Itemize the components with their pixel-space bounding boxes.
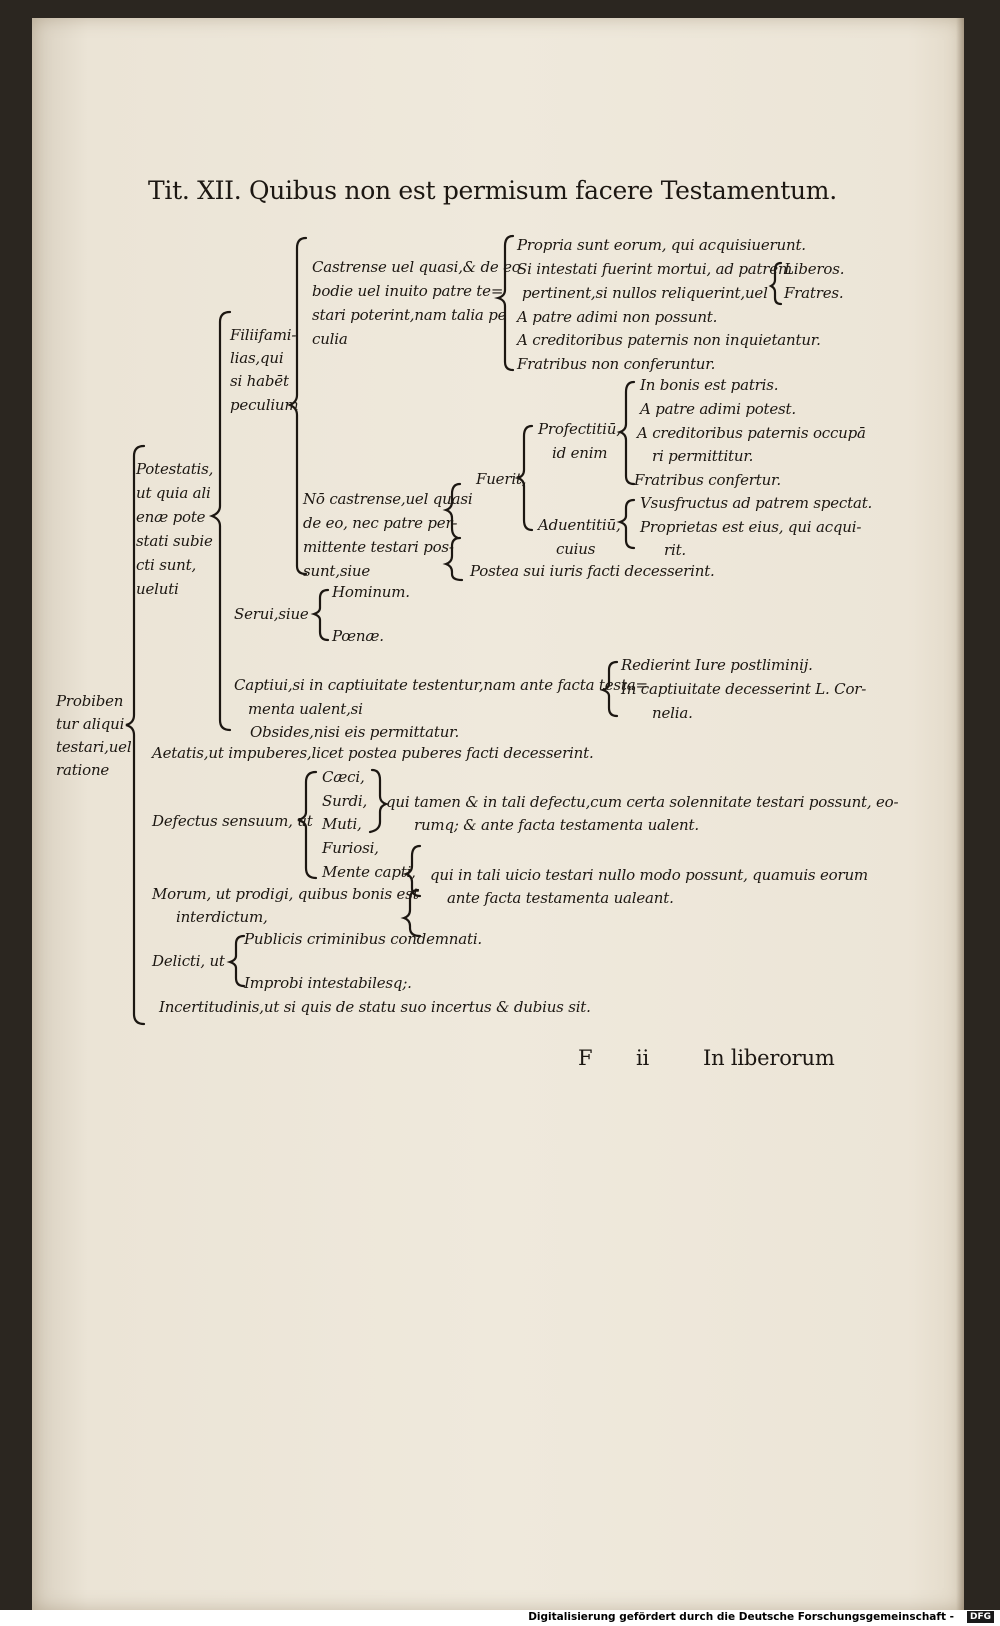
potestatis-line: enæ pote	[136, 508, 206, 526]
page-edge-shadow	[956, 18, 964, 1610]
captiui-item: Redierint Iure postliminij.	[621, 656, 813, 674]
aduentitium-item: rit.	[664, 541, 686, 559]
filiifamilias-line: peculium	[230, 396, 299, 414]
digitization-credit: Digitalisierung gefördert durch die Deut…	[528, 1611, 954, 1623]
aduentitium-item: Vsusfructus ad patrem spectat.	[640, 494, 873, 512]
delicti-item: Improbi intestabilesq;.	[244, 974, 412, 992]
profectitium-item: Fratribus confertur.	[634, 471, 781, 489]
aetatis-label: Aetatis,ut impuberes,licet postea pubere…	[152, 744, 594, 762]
delicti-item: Publicis criminibus condemnati.	[244, 930, 482, 948]
potestatis-line: ut quia ali	[136, 484, 211, 502]
captiui-item: In captiuitate decesserint L. Cor-	[621, 680, 867, 698]
serui-item: Hominum.	[332, 583, 410, 601]
incertitudinis-label: Incertitudinis,ut si quis de statu suo i…	[159, 998, 591, 1016]
root-label-2: tur aliqui	[56, 715, 125, 733]
filiifamilias-line: Filiifami-	[230, 326, 297, 344]
castrense-line: bodie uel inuito patre te=	[312, 282, 504, 300]
castrense-line: Castrense uel quasi,& de eo	[312, 258, 521, 276]
potestatis-line: ueluti	[136, 580, 179, 598]
obsides-label: Obsides,nisi eis permittatur.	[250, 723, 460, 741]
defectus-note: rumq; & ante facta testamenta ualent.	[414, 816, 699, 834]
defectus-item: Mente capti,	[322, 863, 416, 881]
profectitium-label: Profectitiū,	[538, 420, 621, 438]
profectitium-item: A patre adimi potest.	[640, 400, 796, 418]
delicti-label: Delicti, ut	[152, 952, 225, 970]
fratres-label: Fratres.	[784, 284, 844, 302]
castrense-item: pertinent,si nullos reliquerint,uel	[522, 284, 768, 302]
dfg-logo: DFG	[966, 1611, 994, 1623]
profectitium-label: id enim	[552, 444, 608, 462]
signature-mark: F	[578, 1046, 593, 1070]
castrense-item: Si intestati fuerint mortui, ad patrem	[517, 260, 792, 278]
defectus-item: Cæci,	[322, 768, 365, 786]
fuerit-label: Fuerit,	[476, 470, 527, 488]
profectitium-item: A creditoribus paternis occupā	[637, 424, 866, 442]
aduentitium-label: Aduentitiū,	[538, 516, 621, 534]
potestatis-line: Potestatis,	[136, 460, 214, 478]
aduentitium-label: cuius	[556, 540, 596, 558]
defectus-item: Furiosi,	[322, 839, 379, 857]
potestatis-line: stati subie	[136, 532, 213, 550]
castrense-line: culia	[312, 330, 348, 348]
catchword: In liberorum	[703, 1046, 835, 1070]
non-castrense-line: sunt,siue	[303, 562, 371, 580]
serui-label: Serui,siue	[234, 605, 309, 623]
captiui-line: menta ualent,si	[248, 700, 363, 718]
castrense-item: A patre adimi non possunt.	[517, 308, 718, 326]
non-castrense-line: de eo, nec patre per-	[303, 514, 458, 532]
defectus-item: Surdi,	[322, 792, 368, 810]
defectus-note: qui tamen & in tali defectu,cum certa so…	[386, 793, 899, 811]
morum-line: interdictum,	[176, 908, 268, 926]
aduentitium-item: Proprietas est eius, qui acqui-	[640, 518, 862, 536]
defectus-label: Defectus sensuum, ut	[152, 812, 313, 830]
filiifamilias-line: lias,qui	[230, 349, 284, 367]
defectus-note: qui in tali uicio testari nullo modo pos…	[430, 866, 868, 884]
root-label-1: Probiben	[56, 692, 124, 710]
postea-label: Postea sui iuris facti decesserint.	[470, 562, 715, 580]
non-castrense-line: Nō castrense,uel quasi	[303, 490, 473, 508]
morum-line: Morum, ut prodigi, quibus bonis est	[152, 885, 419, 903]
footer-band	[0, 1610, 1000, 1626]
filiifamilias-line: si habēt	[230, 372, 289, 390]
captiui-line: Captiui,si in captiuitate testentur,nam …	[234, 676, 648, 694]
serui-item: Pœnæ.	[332, 627, 384, 645]
root-label-4: ratione	[56, 761, 110, 779]
potestatis-line: cti sunt,	[136, 556, 197, 574]
castrense-item: Fratribus non conferuntur.	[517, 355, 716, 373]
root-label-3: testari,uel	[56, 738, 132, 756]
liberos-label: Liberos.	[784, 260, 845, 278]
castrense-item: Propria sunt eorum, qui acquisiuerunt.	[517, 236, 806, 254]
profectitium-item: In bonis est patris.	[640, 376, 779, 394]
signature-number: ii	[636, 1046, 650, 1070]
defectus-item: Muti,	[322, 815, 362, 833]
non-castrense-line: mittente testari pos-	[303, 538, 454, 556]
captiui-item: nelia.	[652, 704, 693, 722]
profectitium-item: ri permittitur.	[652, 447, 754, 465]
castrense-line: stari poterint,nam talia pe	[312, 306, 507, 324]
page-title: Tit. XII. Quibus non est permisum facere…	[148, 176, 837, 205]
castrense-item: A creditoribus paternis non inquietantur…	[517, 331, 821, 349]
defectus-note: ante facta testamenta ualeant.	[447, 889, 674, 907]
